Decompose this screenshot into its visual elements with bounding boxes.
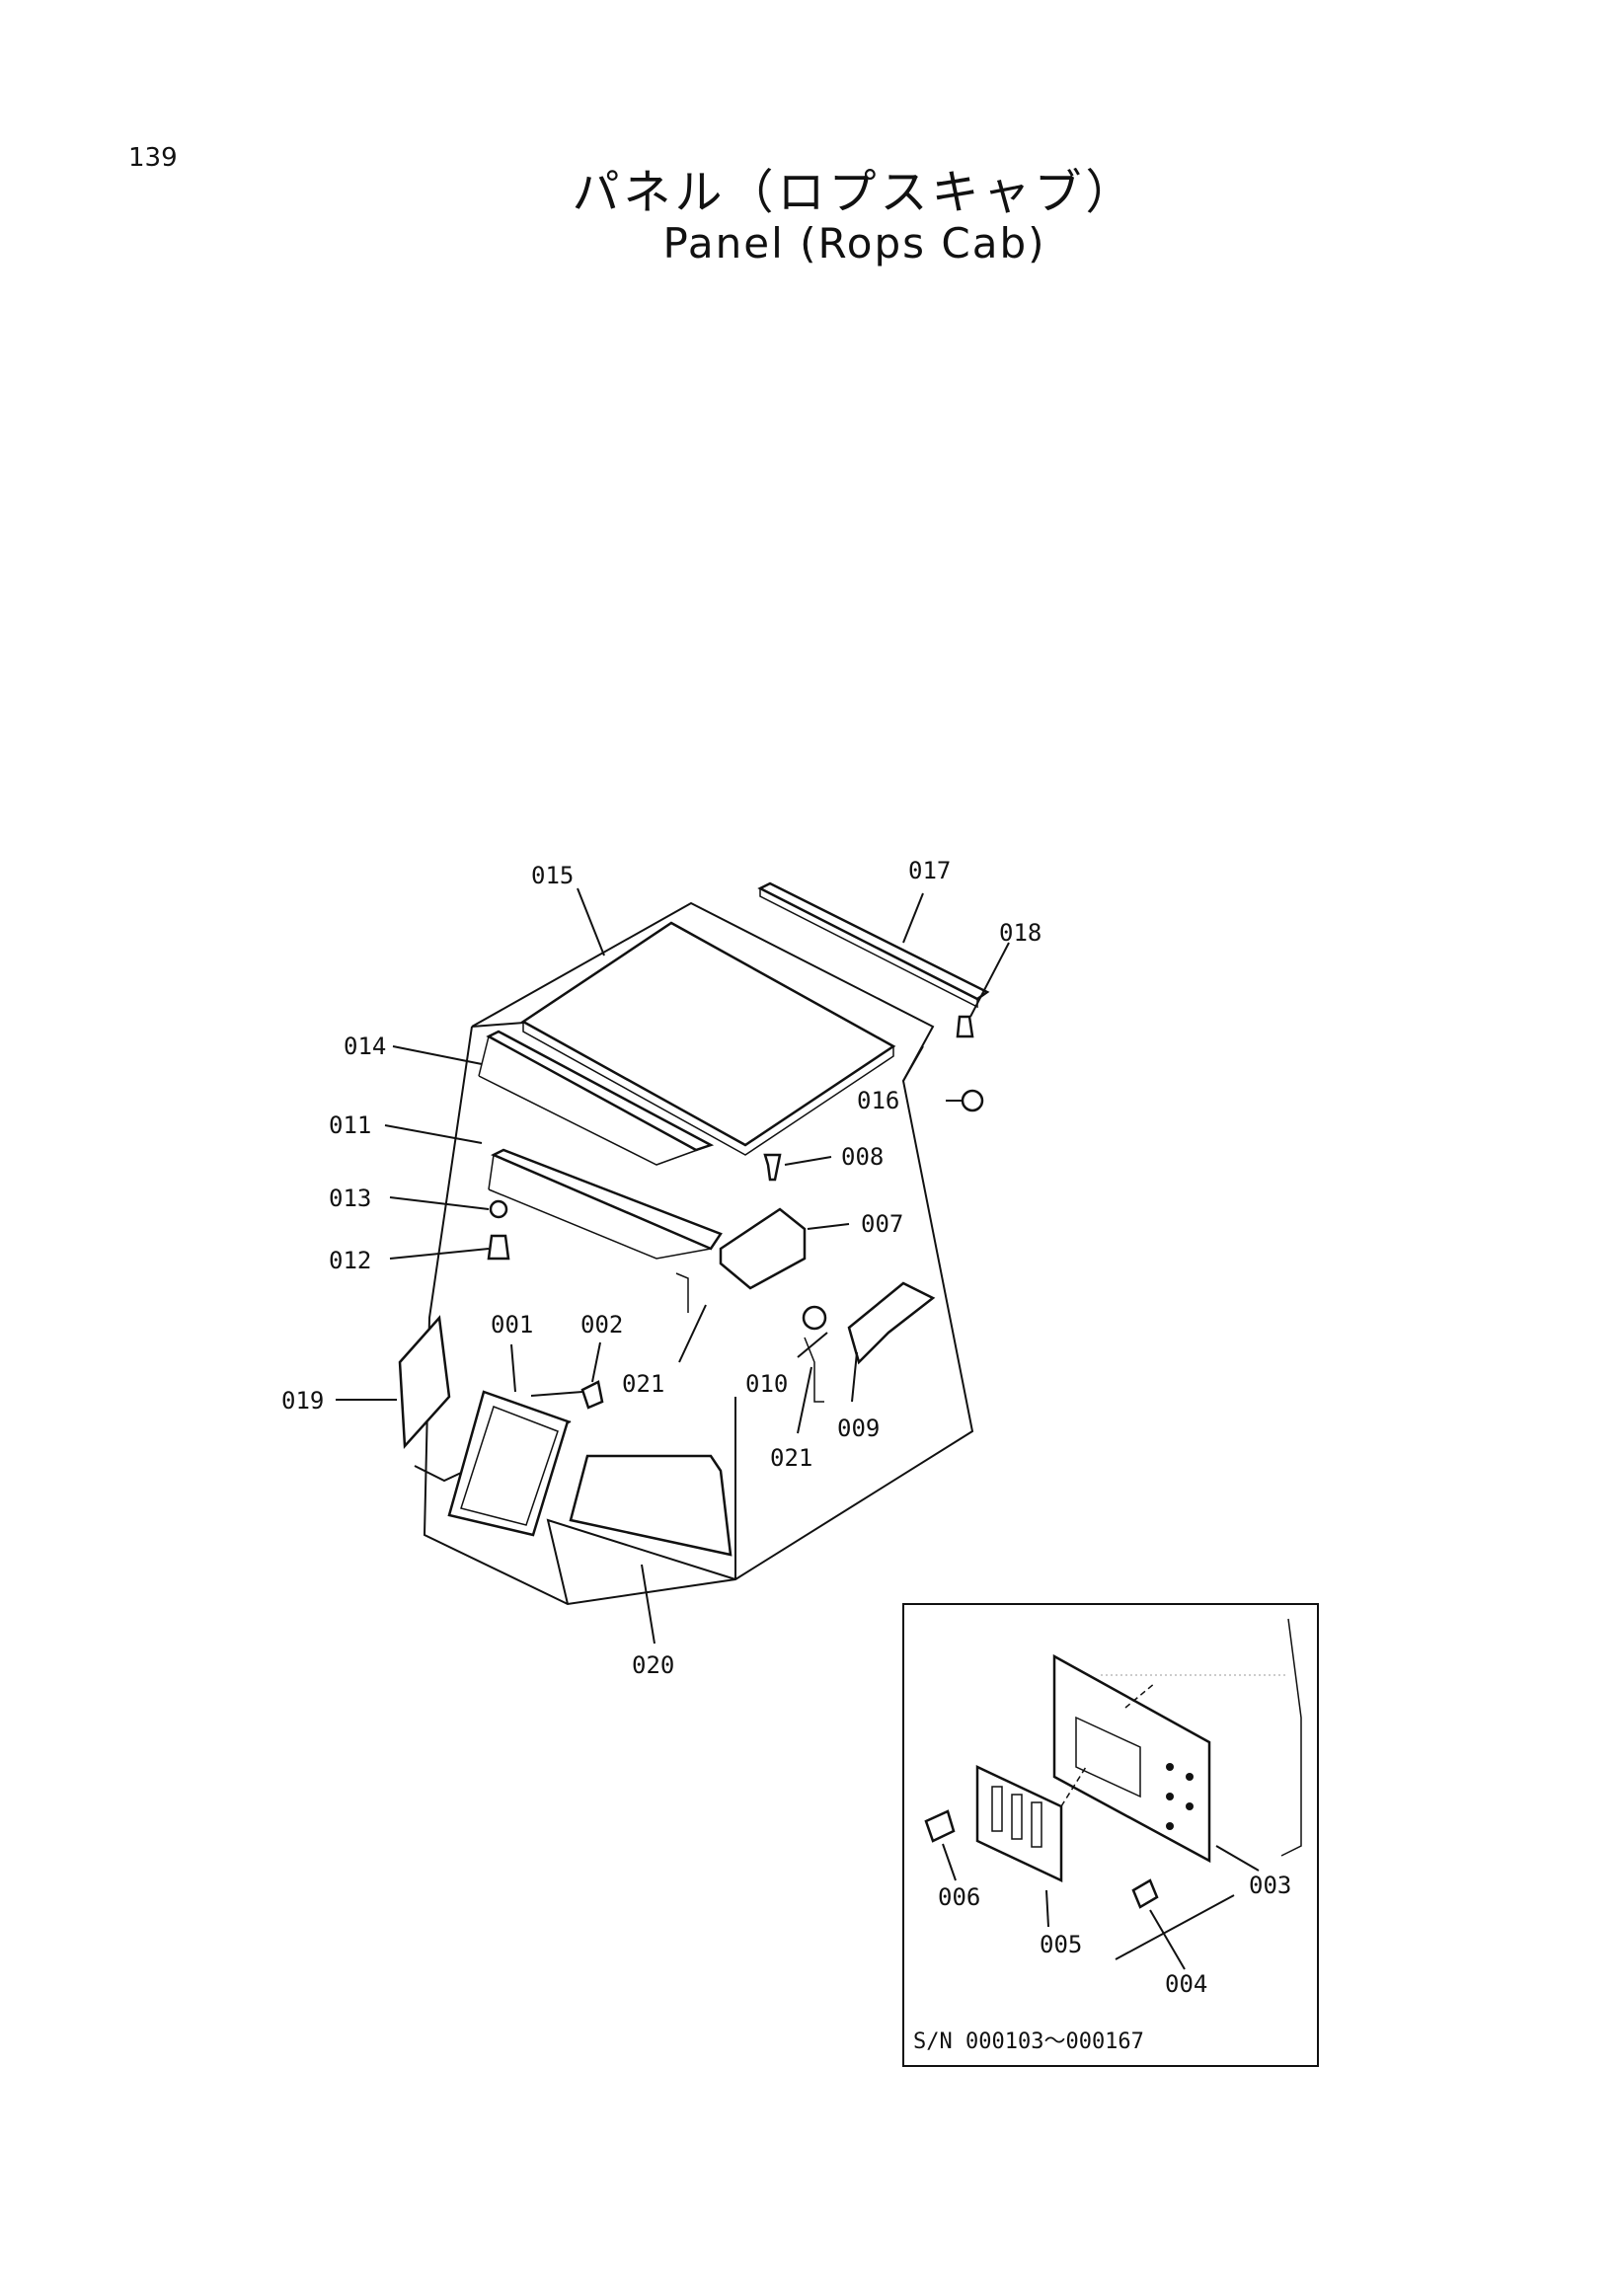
part-005-grill <box>975 1765 1063 1882</box>
part-019-side-panel <box>398 1315 451 1450</box>
part-004-screw <box>1131 1878 1159 1909</box>
label-012: 012 <box>329 1247 371 1274</box>
label-021-upper: 021 <box>622 1370 664 1398</box>
label-007: 007 <box>861 1210 903 1238</box>
title-japanese: パネル（ロプスキャブ） <box>572 165 1137 220</box>
label-019: 019 <box>281 1387 324 1415</box>
label-003: 003 <box>1249 1872 1291 1899</box>
label-011: 011 <box>329 1111 371 1139</box>
inset-serial-range: S/N 000103～000167 <box>913 2029 1144 2054</box>
part-008-screw <box>763 1153 782 1182</box>
part-016-cap <box>961 1089 984 1112</box>
label-016: 016 <box>857 1087 899 1114</box>
label-004: 004 <box>1165 1970 1207 1998</box>
label-015: 015 <box>531 862 574 889</box>
callout-labels: 015 017 018 014 016 011 008 013 007 012 … <box>281 857 1041 1679</box>
part-012-bolt <box>487 1234 510 1261</box>
label-020: 020 <box>632 1651 674 1679</box>
part-015-roof-panel <box>520 921 896 1156</box>
part-009-bracket <box>847 1281 936 1365</box>
inset-detail-box: 006 005 003 004 S/N 000103～000167 <box>902 1603 1319 2067</box>
part-010-bolt <box>802 1305 827 1331</box>
label-010: 010 <box>745 1370 788 1398</box>
page-number: 139 <box>128 143 178 173</box>
label-021-lower: 021 <box>770 1444 812 1472</box>
part-017-strip <box>757 881 990 1009</box>
part-013-washer <box>489 1199 508 1219</box>
label-008: 008 <box>841 1143 884 1171</box>
label-005: 005 <box>1040 1931 1082 1958</box>
label-014: 014 <box>344 1033 386 1060</box>
part-007-bracket <box>719 1207 807 1290</box>
part-018-bolt <box>956 1015 974 1038</box>
part-003-plate <box>1052 1653 1211 1864</box>
part-021-pins <box>675 1272 824 1403</box>
title-english: Panel (Rops Cab) <box>662 219 1046 268</box>
fasteners <box>487 1015 984 1410</box>
part-001-panel <box>447 1390 570 1537</box>
label-002: 002 <box>580 1311 623 1339</box>
label-017: 017 <box>908 857 951 884</box>
label-006: 006 <box>938 1883 980 1911</box>
label-009: 009 <box>837 1415 880 1442</box>
part-006-screw <box>924 1809 956 1843</box>
label-013: 013 <box>329 1185 371 1212</box>
part-020-panel <box>569 1454 733 1557</box>
part-002-bolt <box>580 1380 604 1410</box>
part-014-bar <box>478 1030 715 1166</box>
leader-lines <box>336 887 1010 1645</box>
part-011-plate <box>488 1148 723 1260</box>
label-018: 018 <box>999 919 1041 947</box>
label-001: 001 <box>491 1311 533 1339</box>
